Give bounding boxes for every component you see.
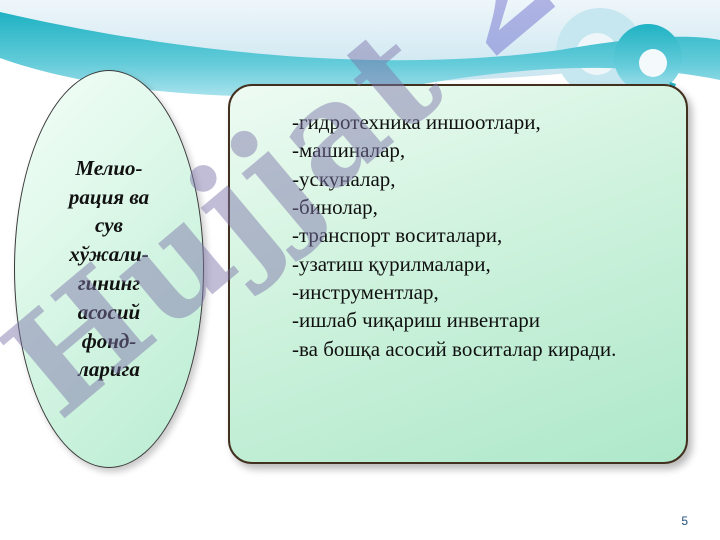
list-item: -транспорт воситалари,	[292, 223, 503, 248]
content-panel: -гидротехника иншоотлари, -машиналар, -у…	[228, 84, 688, 464]
list-item: -ишлаб чиқариш инвентари	[292, 308, 540, 333]
list-item: -узатиш қурилмалари,	[292, 251, 491, 276]
list-item: -ускуналар,	[292, 166, 396, 191]
light-swirl-icon	[556, 8, 644, 96]
title-oval: Мелио- рация ва сув хўжали- гининг асоси…	[14, 70, 204, 468]
list-item: -машиналар,	[292, 138, 406, 163]
list-item: -ва бошқа асосий воситалар киради.	[292, 336, 617, 361]
comma-swirl-icon	[614, 24, 682, 92]
watermark-number: 24	[405, 0, 666, 88]
list-item: -гидротехника иншоотлари,	[292, 110, 541, 134]
list-item: -бинолар,	[292, 195, 378, 220]
list-item: -инструментлар,	[292, 280, 439, 305]
page-number: 5	[681, 514, 688, 528]
title-oval-text: Мелио- рация ва сув хўжали- гининг асоси…	[68, 155, 150, 382]
